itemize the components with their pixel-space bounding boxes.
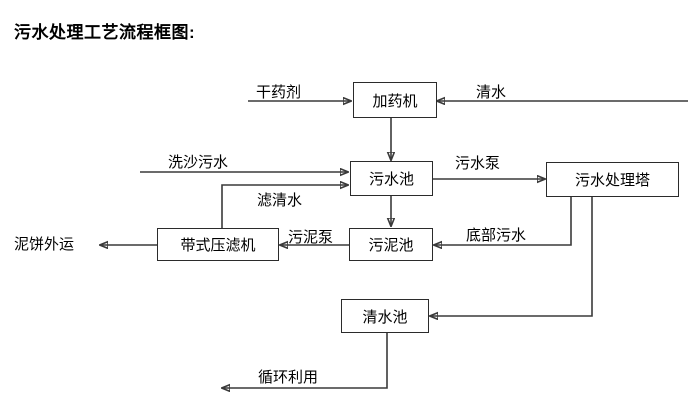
edge-label-clean-water-in: 清水 xyxy=(476,81,506,102)
node-dosing-machine[interactable]: 加药机 xyxy=(353,82,437,118)
edge-label-mud-cake-out: 泥饼外运 xyxy=(14,233,74,254)
edge-label-text: 干药剂 xyxy=(256,84,302,101)
edge-label-bottom-sewage: 底部污水 xyxy=(466,224,526,245)
edge-label-filtered-clear-water: 滤清水 xyxy=(257,189,302,210)
edge-label-text: 污水泵 xyxy=(455,155,501,172)
node-label: 污泥池 xyxy=(368,237,414,254)
page-title: 污水处理工艺流程框图: xyxy=(14,23,196,42)
edge-label-text: 洗沙污水 xyxy=(168,154,229,171)
node-label: 污水处理塔 xyxy=(574,172,650,189)
node-sludge-pool[interactable]: 污泥池 xyxy=(349,228,433,261)
edge-label-text: 底部污水 xyxy=(466,227,527,244)
edge-label-text: 循环利用 xyxy=(258,369,319,386)
edge-label-recycle-use: 循环利用 xyxy=(258,366,318,387)
node-label: 加药机 xyxy=(372,92,418,110)
edge-label-dry-chemical: 干药剂 xyxy=(256,81,301,102)
edge-label-text: 滤清水 xyxy=(257,192,303,209)
node-sewage-pool[interactable]: 污水池 xyxy=(350,161,433,196)
edge-label-sand-wash-sewage: 洗沙污水 xyxy=(168,151,228,172)
node-belt-filter-press[interactable]: 带式压滤机 xyxy=(157,228,279,261)
edge-label-text: 污泥泵 xyxy=(288,229,334,246)
edge-label-text: 清水 xyxy=(476,84,507,101)
edge-label-sludge-pump: 污泥泵 xyxy=(288,226,333,247)
edge-label-sewage-pump: 污水泵 xyxy=(455,152,500,173)
node-label: 污水池 xyxy=(368,171,414,188)
edge-label-text: 泥饼外运 xyxy=(14,236,75,253)
node-sewage-treatment-tower[interactable]: 污水处理塔 xyxy=(546,162,679,197)
node-clean-water-pool[interactable]: 清水池 xyxy=(341,299,429,333)
node-label: 清水池 xyxy=(362,308,408,326)
node-label: 带式压滤机 xyxy=(180,237,256,254)
